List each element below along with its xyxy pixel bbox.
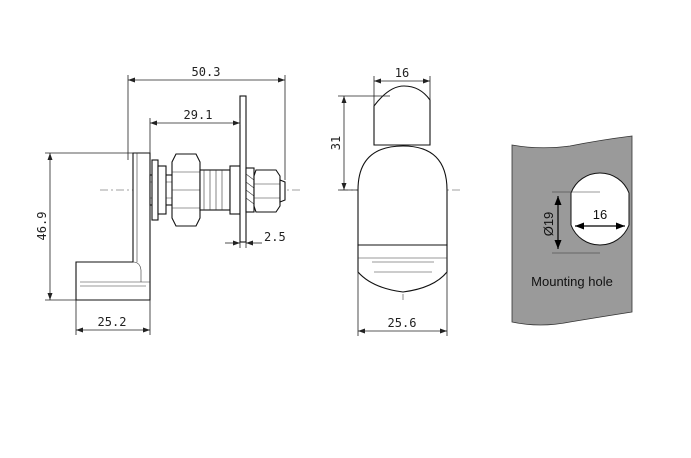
spring-washer — [245, 167, 255, 213]
end-hex-nut — [253, 169, 281, 213]
side-view: 50.3 29.1 46.9 25.2 2 — [35, 65, 300, 335]
dim-front-height: 31 — [329, 95, 390, 191]
thread — [199, 169, 231, 211]
face-plate — [239, 95, 247, 243]
washer-left — [151, 159, 159, 221]
dim-height-label: 46.9 — [35, 212, 49, 241]
dim-overall-length: 50.3 — [127, 65, 286, 180]
hole-flat-label: 16 — [593, 207, 607, 222]
dim-height: 46.9 — [35, 152, 133, 301]
dim-overall-length-label: 50.3 — [192, 65, 221, 79]
dim-front-height-label: 31 — [329, 136, 343, 150]
l-cam-bracket — [75, 152, 151, 301]
dim-front-base-width-label: 25.6 — [388, 316, 417, 330]
dim-nut-offset: 2.5 — [225, 230, 286, 248]
dim-base-width: 25.2 — [75, 300, 151, 335]
front-base-tab — [357, 244, 448, 293]
dim-body-length-label: 29.1 — [184, 108, 213, 122]
dim-nut-offset-label: 2.5 — [264, 230, 286, 244]
dim-front-base-width: 25.6 — [357, 272, 448, 336]
dim-front-top-width-label: 16 — [395, 66, 409, 80]
mounting-hole-panel: Ø19 16 Mounting hole — [511, 135, 633, 326]
lock-nut — [229, 165, 241, 215]
dim-base-width-label: 25.2 — [98, 315, 127, 329]
mounting-hole-caption: Mounting hole — [531, 274, 613, 289]
front-body — [357, 145, 448, 246]
dim-body-length: 29.1 — [149, 108, 241, 153]
hole-diameter-label: Ø19 — [541, 212, 556, 237]
front-top-lug — [373, 85, 431, 146]
dim-front-top-width: 16 — [373, 66, 431, 106]
front-view: 16 31 25.6 — [329, 66, 460, 336]
